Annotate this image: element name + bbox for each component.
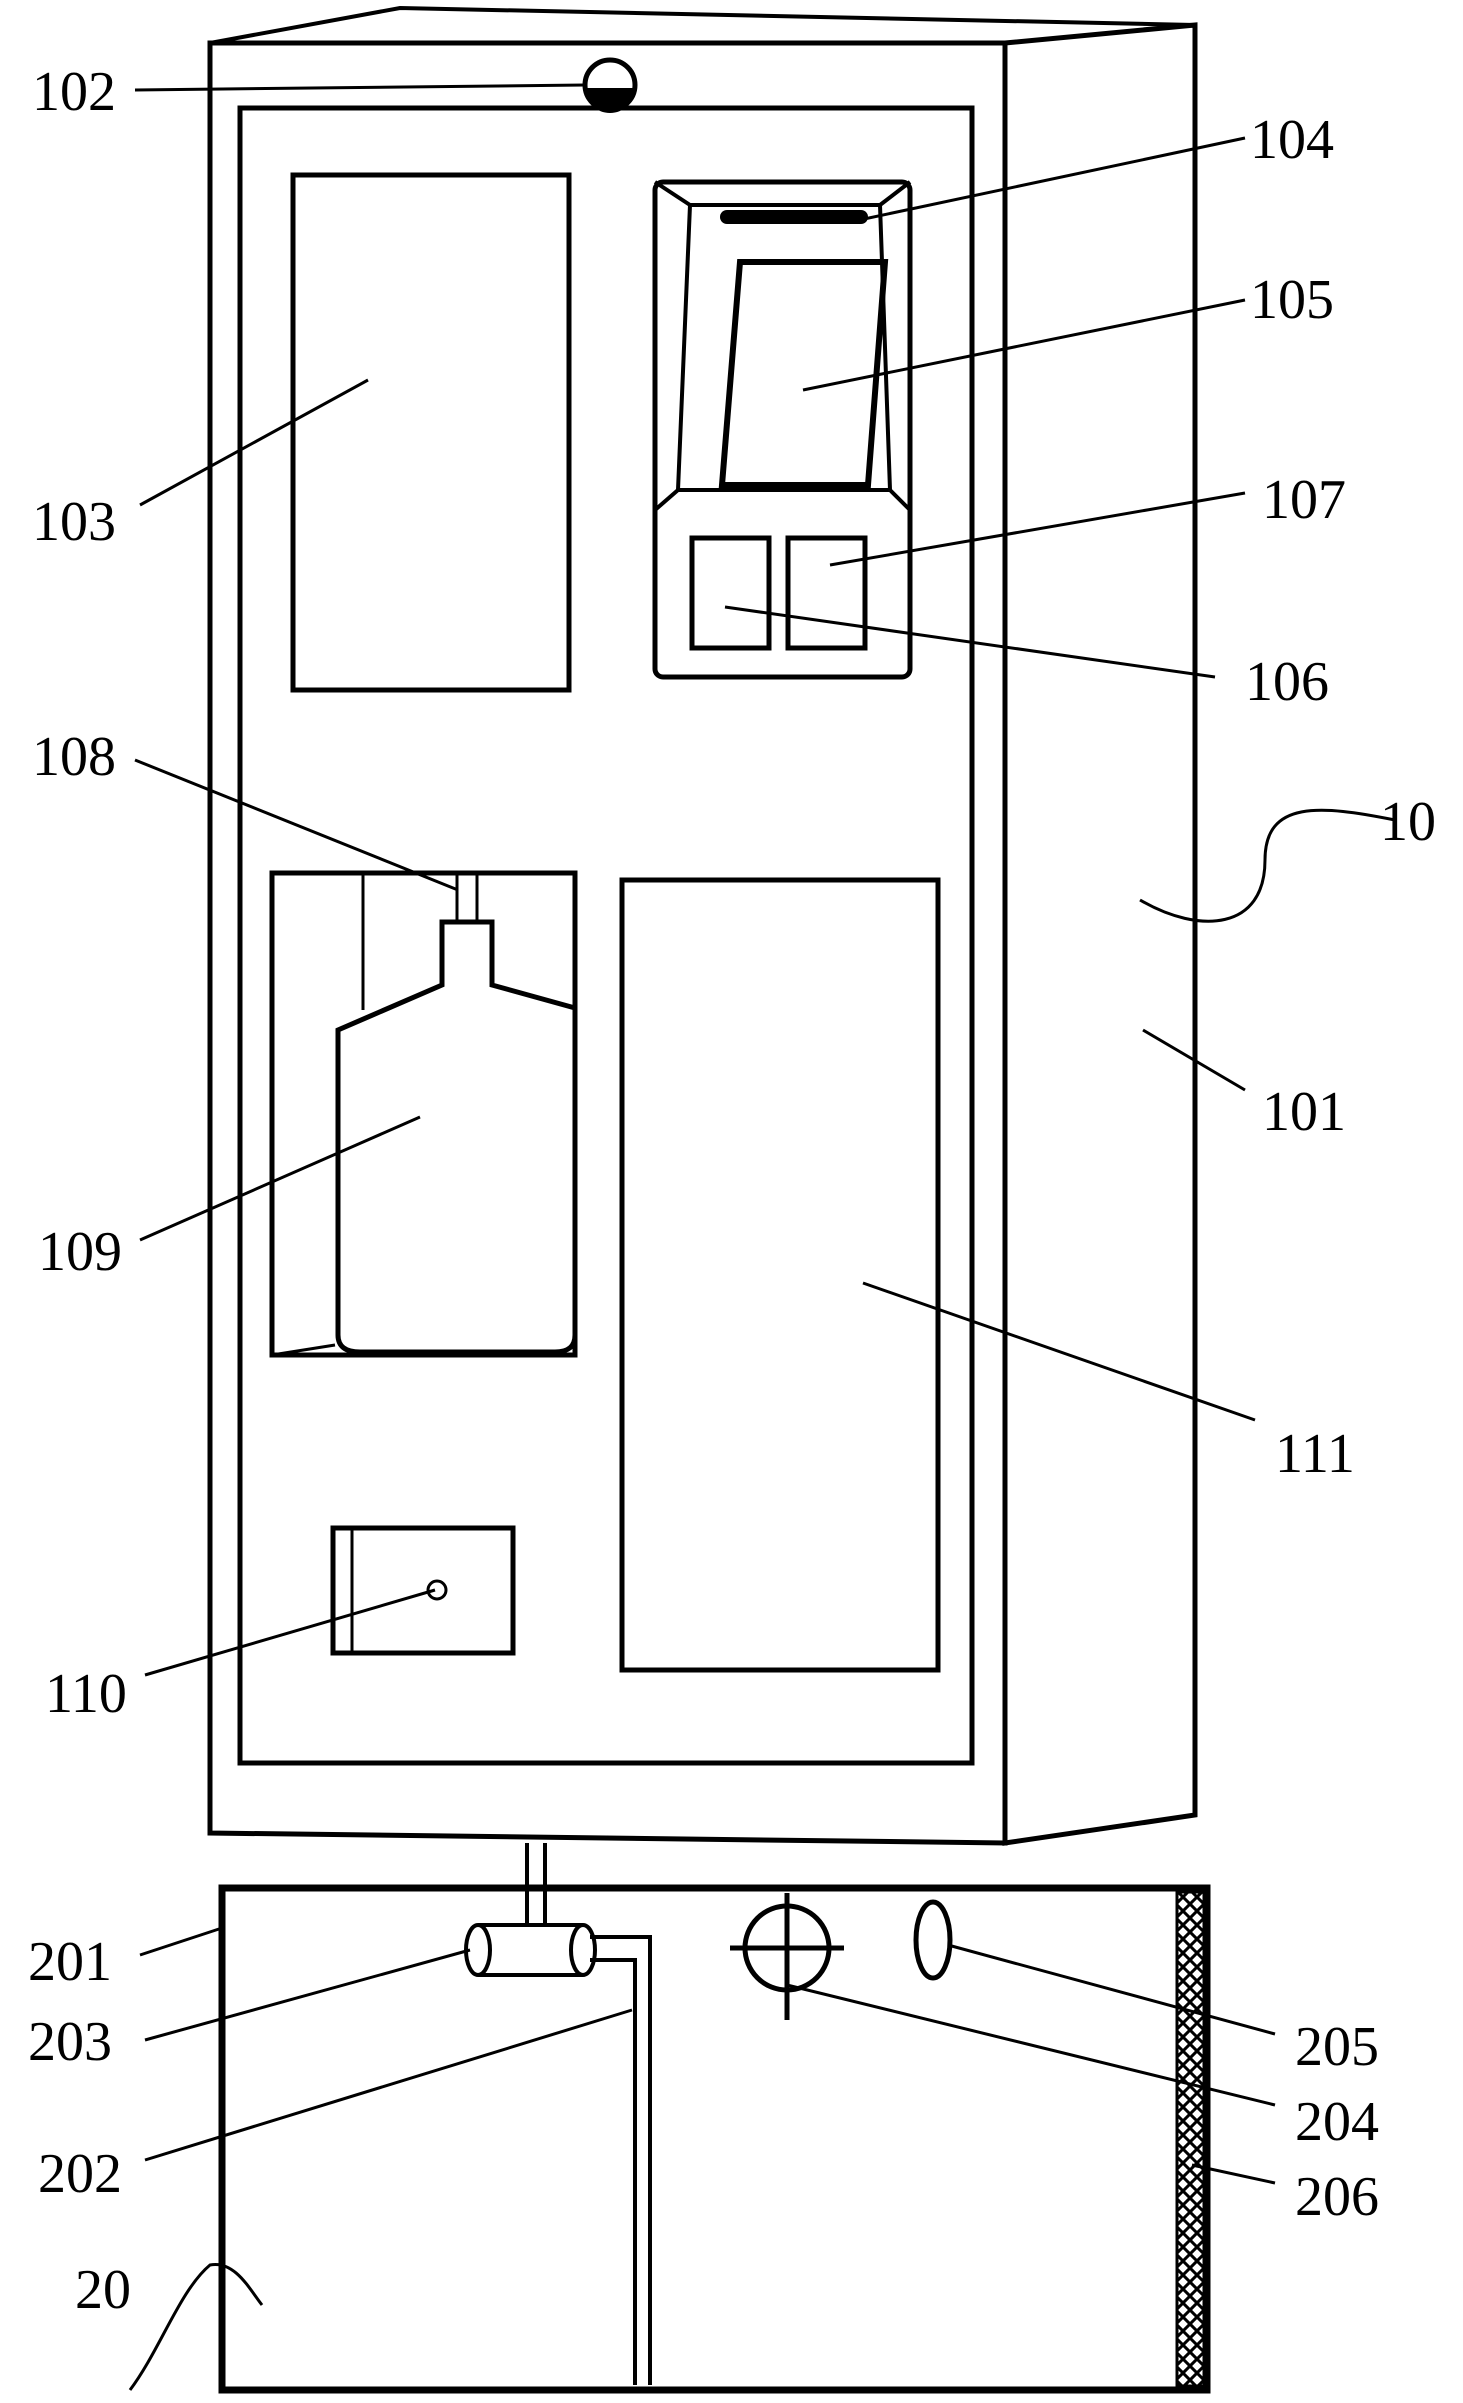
drain-pipe: [590, 1935, 652, 2385]
bottle-compartment: [269, 870, 578, 1358]
label-10: 10: [1380, 791, 1436, 853]
label-104: 104: [1250, 109, 1334, 171]
label-204: 204: [1295, 2091, 1379, 2153]
lower-box: [218, 1884, 1211, 2394]
button-right: [785, 535, 868, 651]
label-202: 202: [38, 2143, 122, 2205]
outlet-box: [330, 1525, 516, 1656]
label-203: 203: [28, 2011, 112, 2073]
indicator-light: [582, 57, 638, 113]
outlet-nozzle: [426, 1579, 448, 1601]
label-107: 107: [1262, 469, 1346, 531]
label-108: 108: [32, 726, 116, 788]
label-206: 206: [1295, 2166, 1379, 2228]
valve: [464, 1923, 597, 1977]
label-102: 102: [32, 61, 116, 123]
label-111: 111: [1275, 1423, 1355, 1485]
upper-cabinet: [207, 5, 1198, 1846]
reference-labels: 102 104 105 103 107 106 108 10 101 109 1…: [28, 61, 1436, 2321]
label-109: 109: [38, 1221, 122, 1283]
card-reader-slot: [720, 210, 868, 224]
water-bottle: [335, 919, 578, 1355]
hatched-side-panel: [1175, 1890, 1206, 2388]
label-20: 20: [75, 2259, 131, 2321]
touch-screen: [718, 259, 889, 488]
control-module: [652, 179, 913, 680]
label-103: 103: [32, 491, 116, 553]
display-window: [290, 172, 572, 693]
leader-lines: [128, 83, 1396, 2391]
cabinet-side-panel: [1002, 22, 1198, 1846]
label-101: 101: [1262, 1081, 1346, 1143]
label-205: 205: [1295, 2016, 1379, 2078]
label-106: 106: [1245, 651, 1329, 713]
label-110: 110: [45, 1663, 127, 1725]
oval-sensor: [913, 1899, 953, 1981]
label-201: 201: [28, 1931, 112, 1993]
front-door-panel: [237, 105, 975, 1766]
crosshair-sensor: [730, 1893, 844, 2020]
button-left: [689, 535, 772, 651]
storage-compartment: [619, 877, 941, 1673]
label-105: 105: [1250, 269, 1334, 331]
